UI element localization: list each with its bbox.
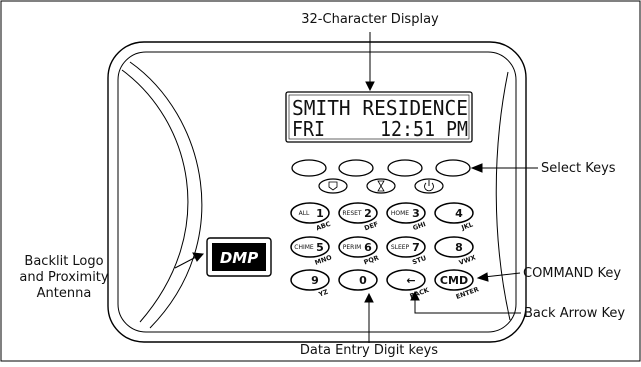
key-3-digit: 3: [412, 207, 420, 220]
left-panel-curve-inner: [129, 61, 203, 329]
key-1-function-label: ALL: [299, 210, 310, 217]
key-0[interactable]: 0: [338, 269, 378, 291]
key-8-digit: 8: [455, 241, 463, 254]
select-key-2[interactable]: [338, 159, 374, 177]
key-9[interactable]: 9YZ: [290, 269, 330, 299]
select-key-3[interactable]: [387, 159, 423, 177]
key-cmd-digit: CMD: [440, 274, 468, 287]
hourglass-icon: [377, 180, 385, 192]
callout-back-arrow-label: Back Arrow Key: [524, 306, 626, 321]
key-cmd-cap[interactable]: [434, 269, 474, 291]
logo-text: DMP: [220, 249, 258, 267]
key-5-digit: 5: [316, 241, 324, 254]
key-6-cap[interactable]: [338, 236, 378, 258]
key-8-cap[interactable]: [434, 236, 474, 258]
callout-select-keys-label: Select Keys: [541, 161, 616, 176]
callout-logo-line3: Antenna: [36, 286, 92, 301]
key-6-function-label: PERIM: [343, 244, 362, 251]
select-key-4[interactable]: [435, 159, 471, 177]
key-3-function-label: HOME: [391, 210, 409, 217]
key-0-cap[interactable]: [338, 269, 378, 291]
callout-command-key-label: COMMAND Key: [523, 266, 622, 281]
mode-key-shield[interactable]: [318, 178, 348, 194]
key-2-cap[interactable]: [338, 202, 378, 224]
lcd-line-1: SMITH RESIDENCE: [292, 96, 468, 120]
key-0-digit: 0: [359, 274, 367, 287]
key-back-digit: ←: [406, 274, 415, 287]
key-7-function-label: SLEEP: [391, 244, 410, 251]
key-6-digit: 6: [364, 241, 372, 254]
keypad-inner-bezel: [117, 51, 517, 333]
lcd-line-2: FRI 12:51 PM: [292, 117, 468, 141]
callout-logo-line1: Backlit Logo: [24, 254, 104, 269]
lcd-display: [285, 91, 473, 143]
key-5-cap[interactable]: [290, 236, 330, 258]
key-4-cap[interactable]: [434, 202, 474, 224]
callout-arrows: [174, 32, 538, 343]
callout-logo-line2: and Proximity: [19, 270, 109, 285]
key-2-function-label: RESET: [342, 210, 362, 217]
left-panel-curve: [121, 69, 189, 323]
key-7-cap[interactable]: [386, 236, 426, 258]
callout-digit-keys-label: Data Entry Digit keys: [299, 343, 439, 358]
shield-icon: [328, 181, 338, 191]
key-9-digit: 9: [311, 274, 319, 287]
callout-display-label: 32-Character Display: [301, 12, 439, 27]
lcd-inner-border: [288, 94, 470, 140]
key-5-function-label: CHIME: [294, 244, 314, 251]
select-key-1[interactable]: [291, 159, 327, 177]
key-1-cap[interactable]: [290, 202, 330, 224]
key-4-letters: JKL: [460, 220, 475, 232]
key-3-cap[interactable]: [386, 202, 426, 224]
key-9-letters: YZ: [317, 288, 330, 299]
right-panel-curve: [495, 71, 511, 321]
logo-badge: [212, 243, 266, 271]
key-7-digit: 7: [412, 241, 420, 254]
key-9-cap[interactable]: [290, 269, 330, 291]
key-4-digit: 4: [455, 207, 463, 220]
power-icon: [424, 182, 434, 192]
key-back-cap[interactable]: [386, 269, 426, 291]
key-1-digit: 1: [316, 207, 324, 220]
key-2-digit: 2: [364, 207, 372, 220]
